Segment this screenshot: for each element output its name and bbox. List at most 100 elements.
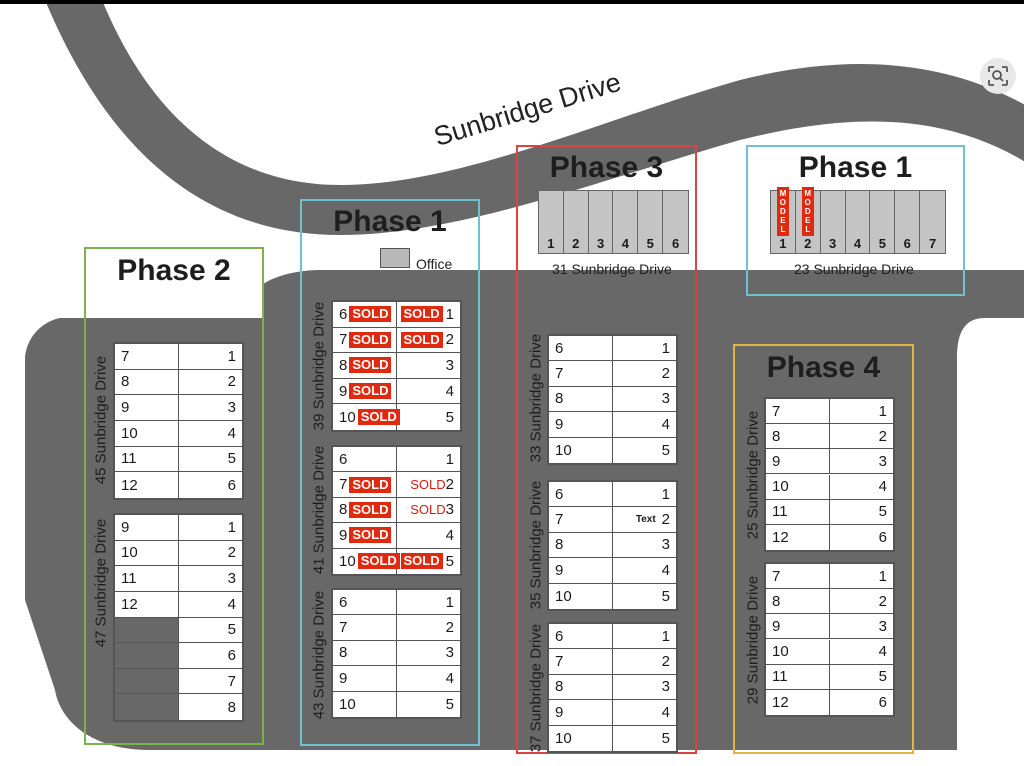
lot-right[interactable]: 5 (397, 404, 461, 430)
lot-left[interactable]: 9 (549, 558, 613, 583)
lot-right[interactable]: 4 (613, 412, 677, 436)
lot-right[interactable]: 4 (397, 379, 461, 404)
lot-right[interactable]: 3 (179, 566, 243, 591)
lot-right[interactable]: 3 (613, 675, 677, 699)
townhouse-unit[interactable]: 5 (870, 191, 896, 253)
lot-left[interactable]: 8 (766, 424, 830, 449)
lot-right[interactable]: 5 (179, 618, 243, 643)
lot-left[interactable]: 10 (549, 437, 613, 463)
lot-right[interactable]: 1 (830, 399, 894, 423)
lot-left[interactable]: 6 (333, 447, 397, 472)
lot-right[interactable]: 1 (179, 344, 243, 369)
townhouse-unit[interactable]: 2 (563, 191, 589, 253)
lot-right[interactable]: 1 (830, 564, 894, 588)
lot-right[interactable]: 2 (179, 370, 243, 395)
lot-right[interactable]: 5 (613, 726, 677, 751)
lot-right[interactable]: 2 (179, 541, 243, 566)
lot-left[interactable]: 7 (115, 344, 179, 369)
lot-left[interactable]: 10 (766, 474, 830, 499)
lot-left[interactable]: 10 (549, 583, 613, 609)
lot-left[interactable] (115, 694, 179, 720)
lot-left[interactable]: 11 (115, 566, 179, 591)
lot-left[interactable]: 12 (115, 591, 179, 617)
lot-left[interactable]: 6 (549, 624, 613, 649)
lot-left[interactable] (115, 643, 179, 668)
lot-right[interactable]: 3 (830, 614, 894, 638)
townhouse-unit[interactable]: 6 (895, 191, 921, 253)
lot-right[interactable]: 2 (397, 615, 461, 639)
lot-right[interactable]: 6 (179, 643, 243, 668)
lot-right[interactable]: 3 (830, 449, 894, 473)
lot-left[interactable]: 8 (766, 589, 830, 614)
lot-right[interactable]: 8 (179, 694, 243, 720)
lot-left[interactable]: 6 (549, 482, 613, 507)
lot-right[interactable]: 2 (830, 424, 894, 448)
lot-right[interactable]: 4 (179, 421, 243, 446)
lot-left[interactable]: 11 (766, 499, 830, 524)
lot-right[interactable]: 5 (830, 665, 894, 689)
lot-right[interactable]: 1 (397, 447, 461, 471)
townhouse-unit[interactable]: 4 (613, 191, 639, 253)
lot-left[interactable]: 11 (766, 664, 830, 689)
lot-right[interactable]: 4 (397, 523, 461, 547)
lot-right[interactable]: 6 (830, 525, 894, 550)
townhouse-unit[interactable]: 3 (588, 191, 614, 253)
lot-right[interactable]: 4 (613, 558, 677, 582)
townhouse-unit[interactable]: 3 (820, 191, 846, 253)
lot-right[interactable]: 1 (179, 515, 243, 540)
lot-left[interactable]: 9 (766, 449, 830, 474)
lot-right[interactable]: 3 (613, 533, 677, 557)
lot-right[interactable]: 2 (613, 361, 677, 385)
townhouse-unit[interactable]: 5 (638, 191, 664, 253)
lot-left[interactable] (115, 668, 179, 694)
lot-right[interactable]: 2 (613, 649, 677, 673)
lot-right[interactable]: 3 (179, 395, 243, 420)
townhouse-unit[interactable]: 1 (539, 191, 564, 253)
lot-right[interactable]: 1 (613, 624, 677, 648)
lot-left[interactable]: 7 (333, 615, 397, 640)
lot-left[interactable]: 10 (115, 540, 179, 566)
lot-left[interactable]: 7 (766, 564, 830, 589)
lot-right[interactable]: 5 (397, 692, 461, 717)
lot-left[interactable]: 7 (549, 361, 613, 386)
lot-left[interactable]: 10 (333, 691, 397, 717)
lot-right[interactable]: 4 (613, 700, 677, 724)
lot-right[interactable]: 2 (830, 589, 894, 613)
lot-right[interactable]: 4 (830, 475, 894, 499)
lot-left[interactable]: 7 (549, 649, 613, 674)
lot-left[interactable]: 6 (333, 590, 397, 615)
lot-left[interactable] (115, 617, 179, 643)
lot-right[interactable]: 1 (613, 482, 677, 506)
lot-left[interactable]: 8 (549, 386, 613, 412)
lot-right[interactable]: 3 (613, 387, 677, 411)
lot-right[interactable]: 5 (613, 438, 677, 463)
lot-right[interactable]: 3 (397, 641, 461, 665)
lot-left[interactable]: 7 (549, 507, 613, 532)
lot-right[interactable]: 6 (179, 472, 243, 498)
lot-right[interactable]: 5 (179, 447, 243, 472)
lot-right[interactable]: 5 (830, 500, 894, 524)
lot-left[interactable]: 9 (115, 515, 179, 540)
lens-scan-button[interactable] (980, 58, 1016, 94)
townhouse-unit[interactable]: 7 (920, 191, 945, 253)
townhouse-unit[interactable]: 6 (663, 191, 688, 253)
lot-right[interactable]: 6 (830, 690, 894, 715)
lot-left[interactable]: 11 (115, 446, 179, 472)
lot-left[interactable]: 8 (549, 532, 613, 558)
lot-left[interactable]: 9 (333, 666, 397, 691)
